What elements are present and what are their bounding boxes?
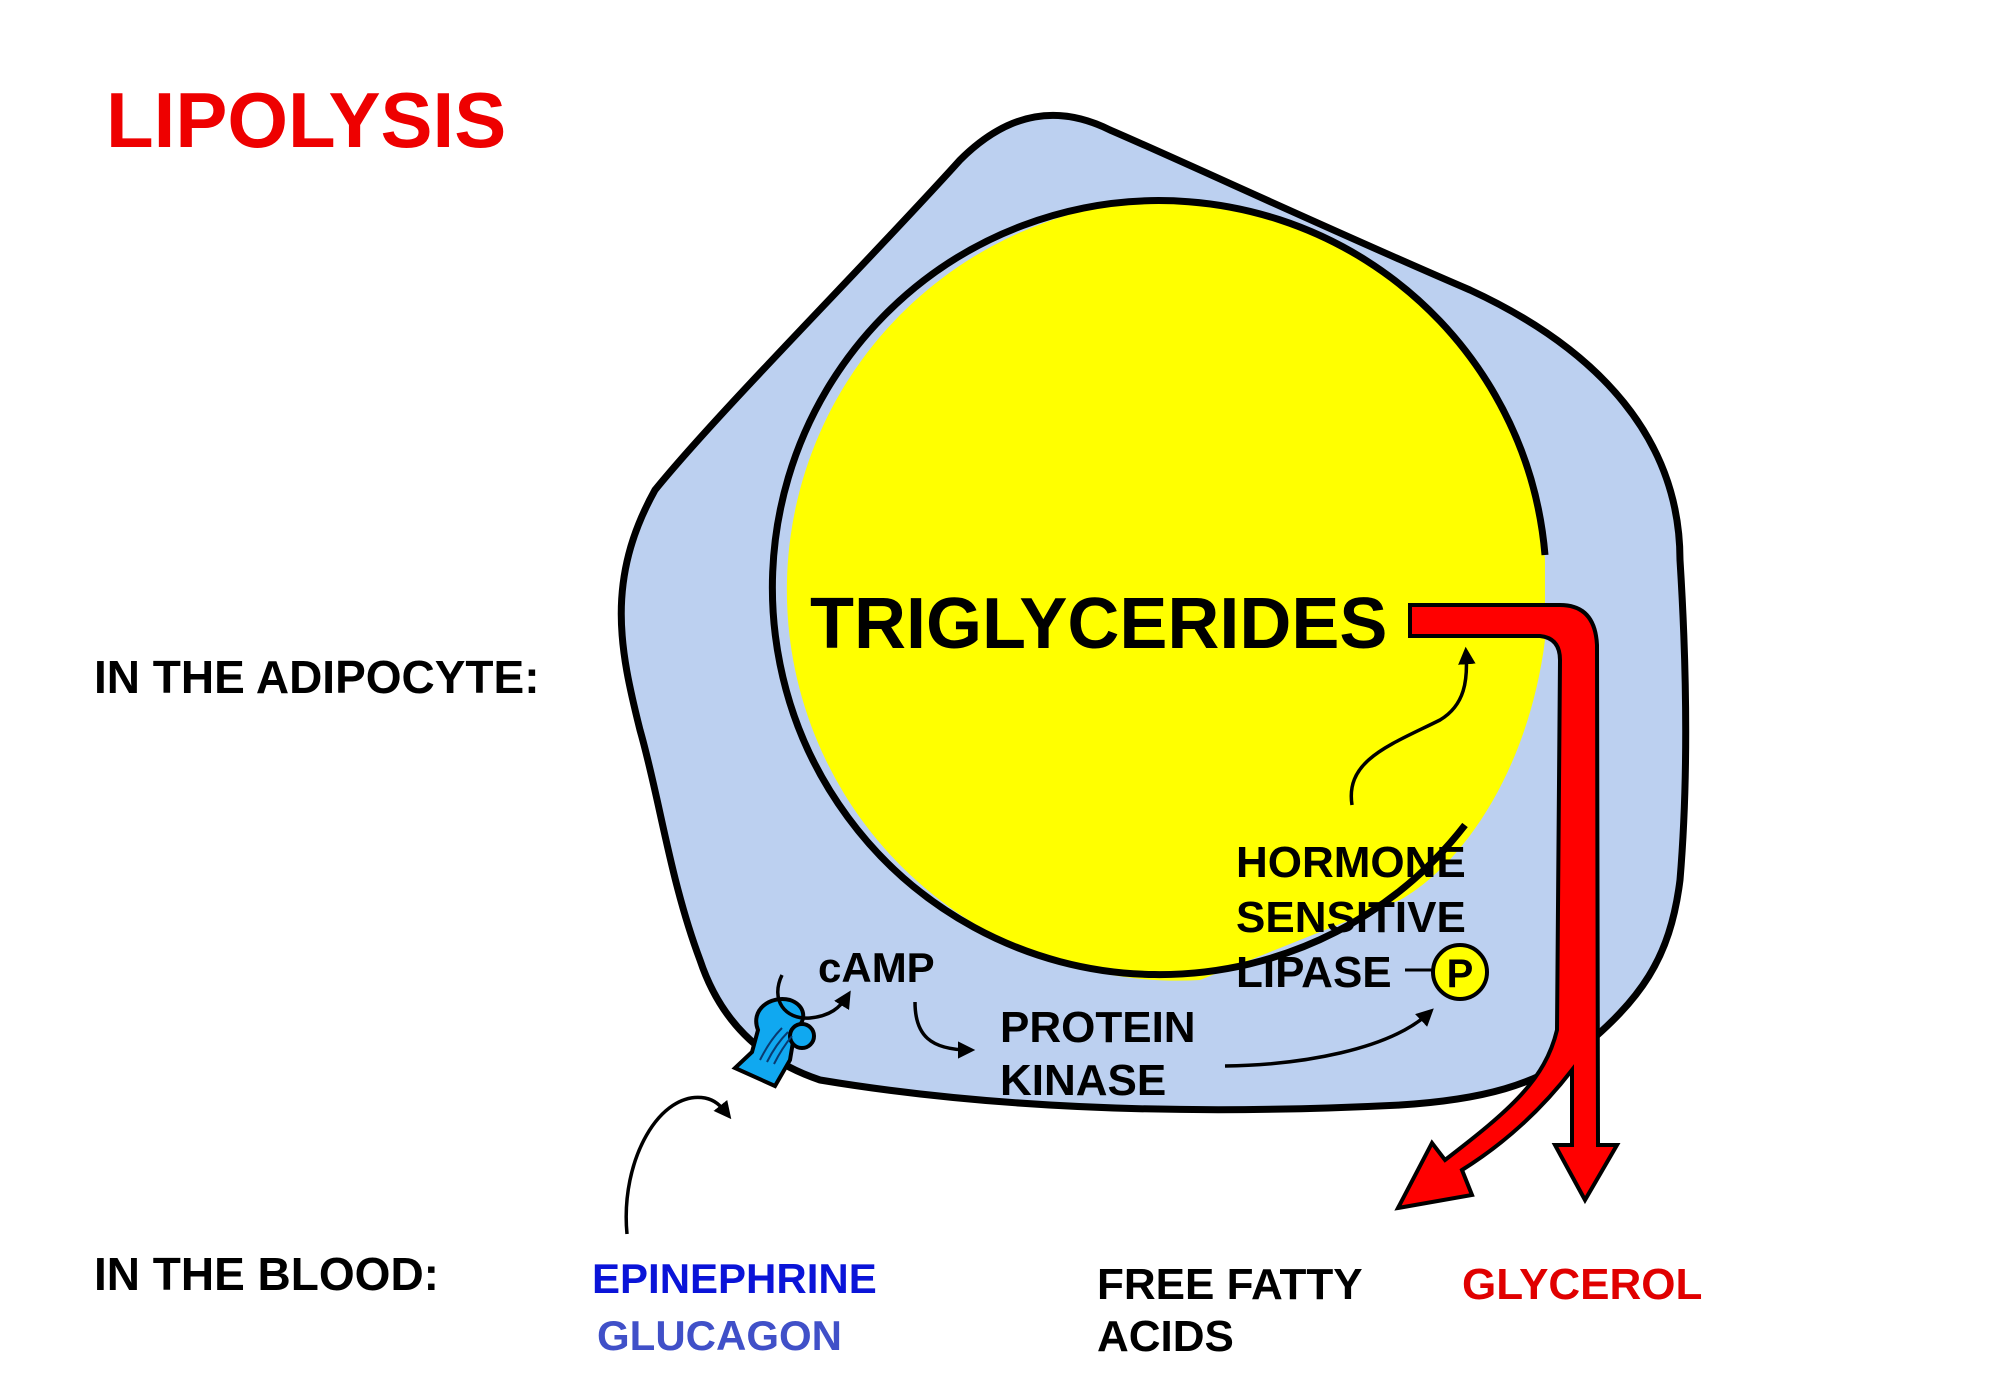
triglycerides-label: TRIGLYCERIDES bbox=[810, 584, 1387, 664]
camp-to-kinase-arrow bbox=[913, 1001, 976, 1059]
camp-label: cAMP bbox=[818, 944, 935, 991]
glycerol-label: GLYCEROL bbox=[1462, 1260, 1702, 1309]
hormone-to-receptor-arrow bbox=[624, 1095, 732, 1235]
epinephrine-label: EPINEPHRINE bbox=[592, 1255, 877, 1302]
protein-kinase-line-2: KINASE bbox=[1000, 1056, 1166, 1105]
phosphate-symbol: P bbox=[1447, 952, 1474, 996]
free-fatty-acids-line-2: ACIDS bbox=[1097, 1312, 1234, 1361]
diagram-title: LIPOLYSIS bbox=[106, 76, 506, 164]
protein-kinase-line-1: PROTEIN bbox=[1000, 1003, 1196, 1052]
lipolysis-product-arrow bbox=[1394, 603, 1621, 1211]
lipase-line-2: SENSITIVE bbox=[1236, 893, 1466, 942]
receptor-protein-icon bbox=[731, 997, 816, 1089]
free-fatty-acids-line-1: FREE FATTY bbox=[1097, 1260, 1362, 1309]
lipase-line-3: LIPASE bbox=[1236, 948, 1392, 997]
lipase-to-triglycerides-arrow bbox=[1349, 646, 1476, 806]
phosphate-group-icon: P bbox=[1431, 943, 1489, 1001]
lipase-line-1: HORMONE bbox=[1236, 838, 1466, 887]
protein-kinase-label: PROTEIN KINASE bbox=[1000, 1003, 1208, 1105]
hormone-sensitive-lipase-label: HORMONE SENSITIVE LIPASE bbox=[1236, 838, 1478, 997]
receptor-to-camp-arrow bbox=[776, 974, 851, 1020]
lipid-droplet-outline bbox=[768, 197, 1549, 979]
adipocyte-section-label: IN THE ADIPOCYTE: bbox=[94, 651, 540, 703]
free-fatty-acids-label: FREE FATTY ACIDS bbox=[1097, 1260, 1374, 1361]
blood-section-label: IN THE BLOOD: bbox=[94, 1248, 439, 1300]
kinase-to-lipase-arrow bbox=[1224, 1008, 1434, 1068]
lipid-droplet bbox=[786, 199, 1545, 981]
glucagon-label: GLUCAGON bbox=[597, 1312, 842, 1359]
